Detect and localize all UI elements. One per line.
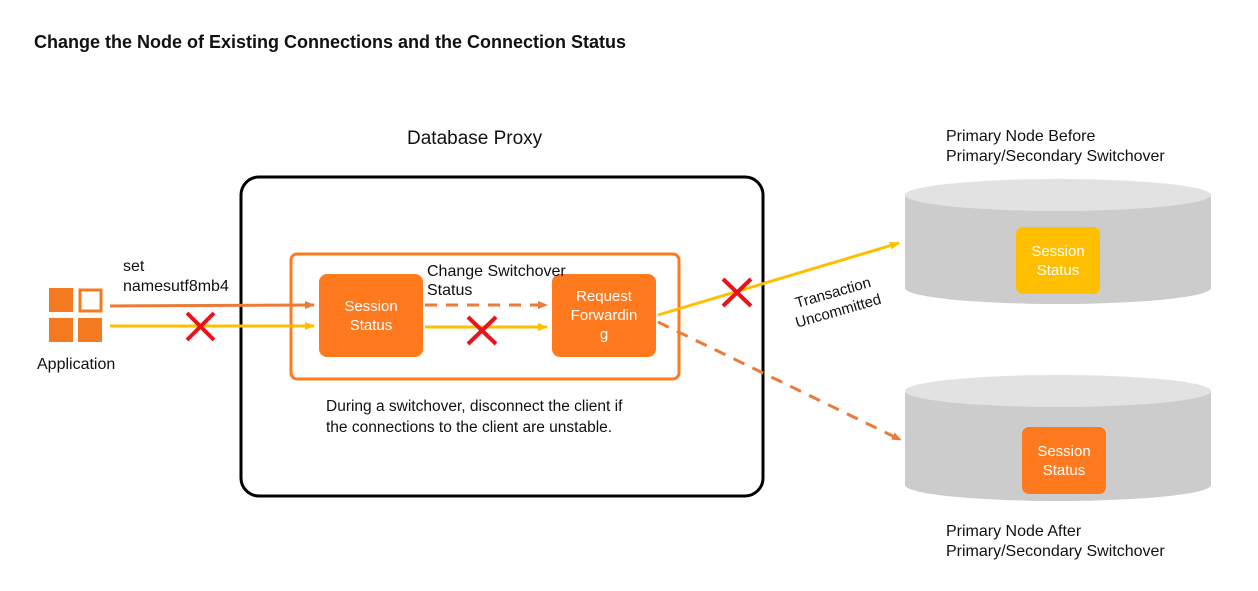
database-proxy-title: Database Proxy (407, 128, 543, 149)
description-line-2: the connections to the client are unstab… (326, 419, 613, 436)
session-status-box (319, 274, 423, 357)
session-status-line-2: Status (349, 316, 393, 334)
primary-after-session-status: Session Status (1022, 427, 1106, 494)
application-icon (49, 288, 103, 342)
switch-label-line-1: Change Switchover (427, 263, 566, 280)
command-line-2: namesutf8mb4 (123, 278, 229, 295)
primary-before-session-line-1: Session (1031, 242, 1085, 260)
primary-node-before-label: Primary Node Before Primary/Secondary Sw… (946, 127, 1165, 167)
switch-label-line-2: Status (427, 282, 473, 299)
blocked-cross-icon (185, 311, 216, 342)
request-forwarding-box (552, 274, 656, 357)
request-forwarding-label: Request Forwardin g (552, 274, 656, 357)
primary-node-before-cylinder (905, 179, 1211, 304)
blocked-cross-icon (466, 315, 498, 346)
primary-node-after-cylinder (905, 375, 1211, 501)
primary-after-session-line-2: Status (1042, 461, 1086, 479)
command-line-1: set (123, 258, 145, 275)
switchover-description: During a switchover, disconnect the clie… (326, 396, 622, 438)
primary-before-session-status: Session Status (1016, 227, 1100, 294)
primary-before-line-1: Primary Node Before (946, 128, 1096, 145)
primary-after-line-1: Primary Node After (946, 523, 1082, 540)
set-names-arrow (109, 301, 315, 310)
database-proxy-container (239, 175, 765, 498)
blocked-cross-icon (721, 277, 753, 308)
application-label: Application (37, 356, 116, 373)
primary-after-line-2: Primary/Secondary Switchover (946, 543, 1165, 560)
primary-node-after-label: Primary Node After Primary/Secondary Swi… (946, 522, 1165, 562)
to-primary-after-arrow (657, 320, 902, 442)
primary-after-session-line-1: Session (1037, 442, 1091, 460)
request-forwarding-line-1: Request (576, 288, 632, 305)
diagram-title: Change the Node of Existing Connections … (34, 32, 627, 52)
request-forwarding-line-3: g (599, 326, 609, 343)
session-status-line-1: Session (344, 297, 398, 315)
primary-before-line-2: Primary/Secondary Switchover (946, 148, 1165, 165)
description-line-1: During a switchover, disconnect the clie… (326, 398, 623, 415)
set-names-command: set namesutf8mb4 (123, 257, 229, 297)
change-switchover-status-label: Change Switchover Status (427, 262, 566, 300)
primary-before-session-line-2: Status (1036, 261, 1080, 279)
session-status-label: Session Status (319, 274, 423, 357)
proxy-inner-frame (289, 252, 681, 381)
to-primary-before-arrow (657, 241, 900, 317)
request-forwarding-line-2: Forwardin (570, 307, 638, 324)
